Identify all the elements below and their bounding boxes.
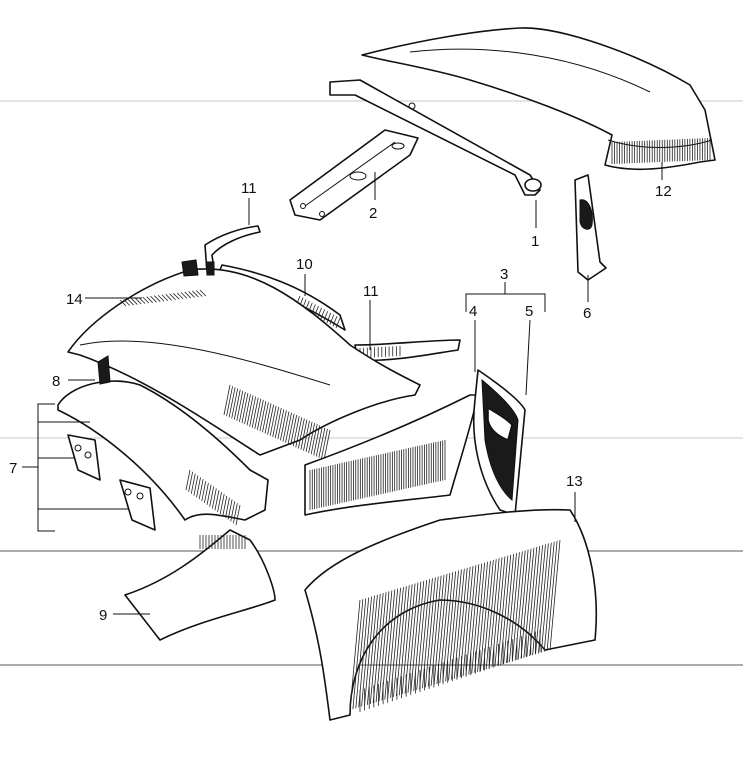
part-5-inner-panel (472, 369, 526, 516)
part-4-side-panel (304, 394, 479, 516)
leader-lines (22, 162, 663, 615)
callout-8: 8 (52, 373, 60, 390)
callout-10: 10 (296, 256, 313, 273)
callout-labels: 1 2 3 4 5 6 7 8 9 10 11 11 12 13 14 (9, 180, 672, 624)
callout-3: 3 (500, 266, 508, 283)
part-13-fender (304, 508, 598, 721)
callout-7: 7 (9, 460, 17, 477)
part-6-pillar-panel (574, 174, 607, 281)
part-1-cross-member (329, 79, 542, 196)
part-9-lower-front-panel (124, 529, 276, 641)
callout-6: 6 (583, 305, 591, 322)
part-14-roof-panel (67, 259, 421, 461)
part-8-front-panel (57, 355, 269, 526)
callout-11-upper: 11 (241, 180, 257, 197)
callout-9: 9 (99, 607, 107, 624)
callout-13: 13 (566, 473, 583, 490)
part-2-bracket (289, 129, 419, 221)
callout-1: 1 (531, 233, 539, 250)
callout-14: 14 (66, 291, 83, 308)
callout-5: 5 (525, 303, 533, 320)
callout-12: 12 (655, 183, 672, 200)
callout-11-lower: 11 (363, 283, 379, 300)
callout-4: 4 (469, 303, 477, 320)
callout-2: 2 (369, 205, 377, 222)
part-12-rear-panel (361, 27, 716, 171)
part-11-upper-strip (204, 225, 261, 273)
